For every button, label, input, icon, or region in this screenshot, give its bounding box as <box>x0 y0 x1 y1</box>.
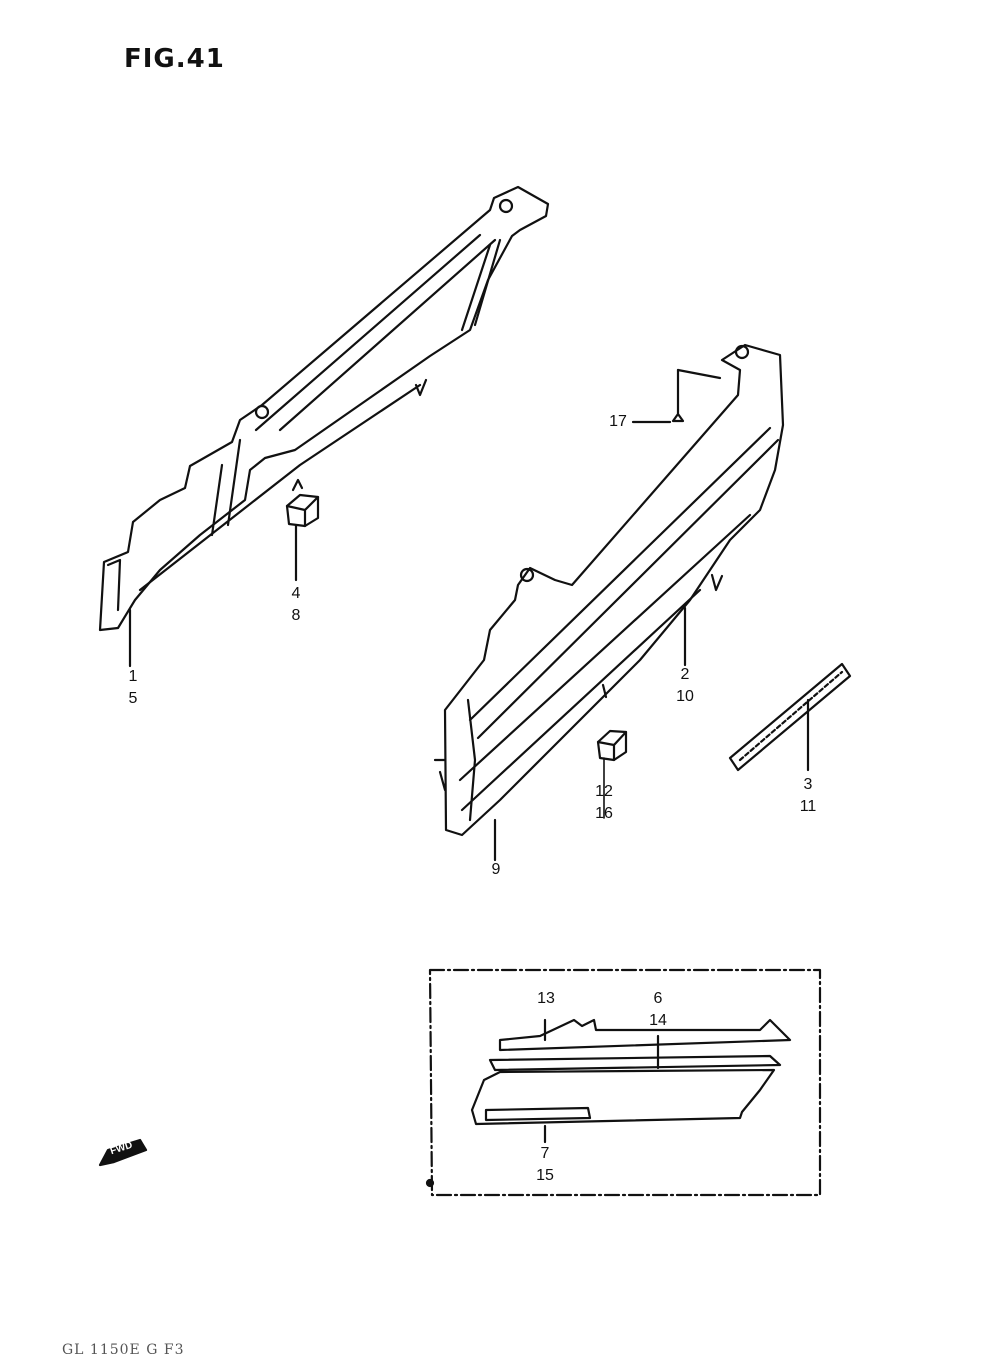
frame-cover-right <box>433 343 785 837</box>
callout-7-15: 7 15 <box>536 1145 554 1184</box>
callout-9: 9 <box>491 861 501 878</box>
grommet-right <box>596 729 628 762</box>
callout-6-14: 6 14 <box>649 990 667 1029</box>
callout-2-10: 2 10 <box>676 666 694 705</box>
emblem <box>728 662 852 772</box>
footer-code: GL 1150E G F3 <box>62 1342 185 1358</box>
callout-4-8: 4 8 <box>291 585 301 624</box>
leader-lines <box>128 524 687 862</box>
frame-cover-left <box>98 185 550 632</box>
callout-3-11: 3 11 <box>799 776 817 815</box>
screw-17 <box>631 368 722 424</box>
callout-12-16: 12 16 <box>595 783 613 822</box>
grommet-left <box>285 478 320 528</box>
callout-13: 13 <box>537 990 555 1007</box>
fwd-arrow-icon <box>98 1138 148 1167</box>
figure-title: FIG.41 <box>124 44 225 74</box>
inset-box <box>425 968 822 1197</box>
callout-1-5: 1 5 <box>128 668 138 707</box>
callout-17: 17 <box>609 413 627 430</box>
